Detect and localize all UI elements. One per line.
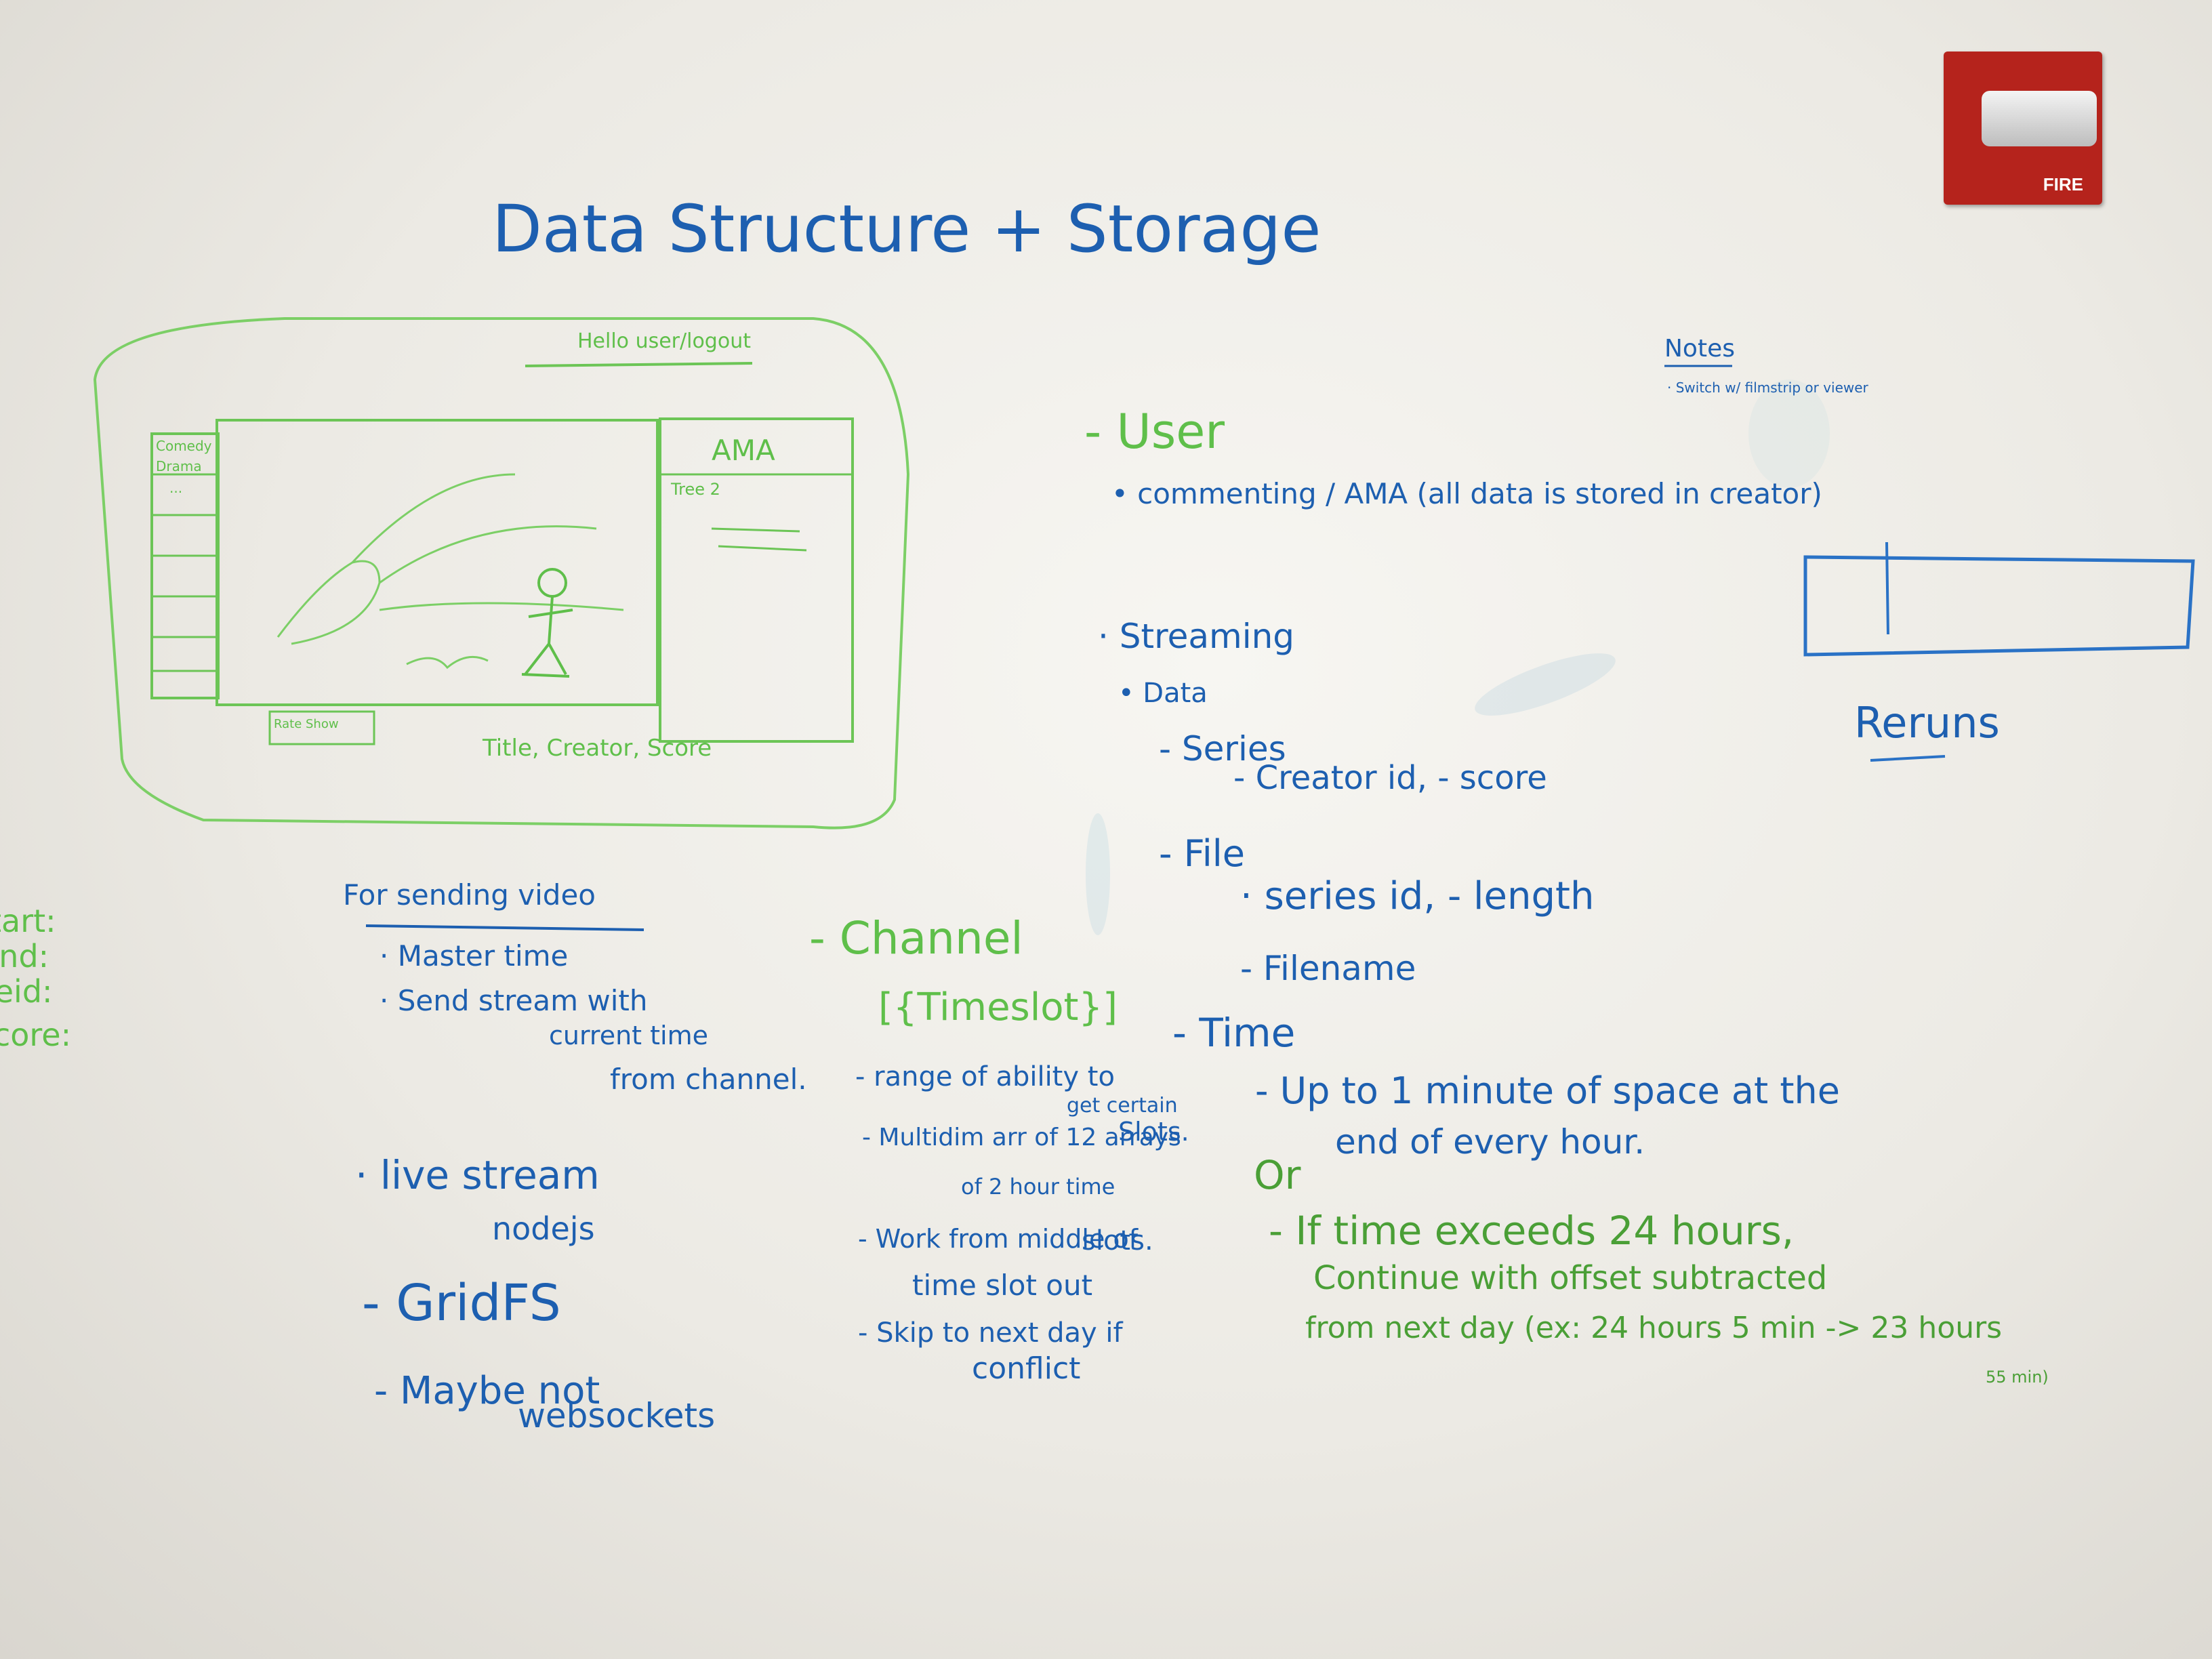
sending-video-item: from channel. <box>610 1063 807 1096</box>
sketch-left-list <box>150 432 220 699</box>
user-comment: • commenting / AMA (all data is stored i… <box>1111 477 1822 510</box>
streaming-series: - Series <box>1159 729 1286 769</box>
sending-video-item: current time <box>549 1021 709 1050</box>
streaming-label: · Streaming <box>1098 617 1295 656</box>
time-or: Or <box>1254 1152 1301 1198</box>
channel-range: get certain <box>1067 1094 1178 1118</box>
time-exceeds: 55 min) <box>1986 1368 2049 1387</box>
notes-title: Notes <box>1664 335 1735 363</box>
sketch-ama-box <box>659 417 854 743</box>
streaming-data: • Data <box>1118 678 1208 709</box>
reruns-label: Reruns <box>1854 698 2000 747</box>
edge-label: score: <box>0 1017 72 1053</box>
channel-work: time slot out <box>912 1269 1093 1302</box>
sketch-rate-button <box>268 710 375 745</box>
channel-work: - Work from middle of <box>858 1224 1139 1254</box>
time-up-to: end of every hour. <box>1335 1122 1645 1162</box>
channel-range: - range of ability to <box>855 1061 1115 1092</box>
channel-multidim: of 2 hour time <box>961 1174 1115 1200</box>
sending-video-item: · Send stream with <box>380 984 648 1017</box>
board-title: Data Structure + Storage <box>492 191 1322 267</box>
sketch-rate-label: Rate Show <box>274 717 339 731</box>
sending-video-item: · Master time <box>380 939 569 972</box>
sketch-ama-item: Tree 2 <box>671 480 720 499</box>
websockets-line: websockets <box>518 1396 716 1435</box>
sketch-outer-frame <box>93 317 910 830</box>
channel-multidim: - Multidim arr of 12 arrays <box>862 1124 1181 1151</box>
sending-video-heading: For sending video <box>343 878 596 912</box>
sketch-ama-label: AMA <box>712 434 775 467</box>
sketch-header-underline <box>525 362 753 367</box>
sketch-landscape <box>276 473 624 670</box>
sketch-list-item: Drama <box>156 458 202 474</box>
channel-multidim: slots. <box>1082 1225 1153 1256</box>
sketch-list-item: ... <box>169 480 183 496</box>
fire-alarm-label: FIRE <box>2043 174 2083 194</box>
sketch-player-box <box>216 419 659 706</box>
notes-item: · Switch w/ filmstrip or viewer <box>1667 380 1868 396</box>
edge-label: start: <box>0 903 56 939</box>
channel-skip: - Skip to next day if <box>858 1317 1123 1349</box>
live-stream-tech: nodejs <box>492 1210 595 1247</box>
channel-range: Slots. <box>1118 1117 1189 1147</box>
streaming-file: - File <box>1159 832 1246 875</box>
fire-alarm: FIRE <box>1944 52 2102 205</box>
time-label: - Time <box>1172 1010 1296 1056</box>
streaming-file-fields: · series id, - length <box>1240 874 1595 918</box>
sketch-footer: Title, Creator, Score <box>483 735 712 762</box>
websockets-line: - Maybe not <box>374 1369 600 1413</box>
edge-label: fileid: <box>0 973 53 1010</box>
time-exceeds: - If time exceeds 24 hours, <box>1269 1208 1795 1254</box>
sketch-header: Hello user/logout <box>577 329 751 353</box>
channel-label: - Channel <box>809 912 1023 964</box>
time-up-to: - Up to 1 minute of space at the <box>1255 1069 1840 1112</box>
reruns-box <box>1803 555 2195 657</box>
time-exceeds: Continue with offset subtracted <box>1313 1259 1828 1297</box>
sketch-list-item: Comedy <box>156 438 212 454</box>
streaming-filename: - Filename <box>1240 949 1416 988</box>
fire-alarm-strobe <box>1982 91 2097 146</box>
streaming-series-fields: - Creator id, - score <box>1233 759 1547 797</box>
live-stream-label: · live stream <box>355 1152 600 1198</box>
gridfs-label: - GridFS <box>362 1274 561 1332</box>
edge-label: end: <box>0 938 49 975</box>
channel-timeslot: [{Timeslot}] <box>878 985 1118 1029</box>
user-label: - User <box>1084 404 1225 459</box>
time-exceeds: from next day (ex: 24 hours 5 min -> 23 … <box>1305 1311 2003 1345</box>
channel-skip: conflict <box>972 1351 1081 1386</box>
